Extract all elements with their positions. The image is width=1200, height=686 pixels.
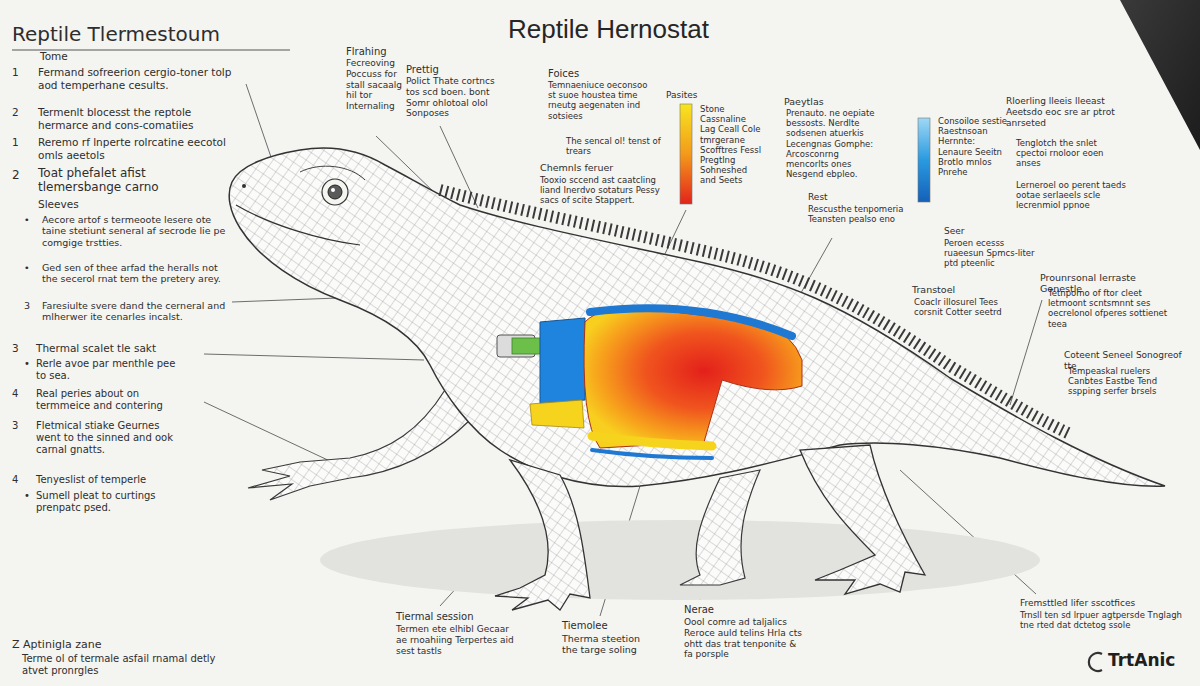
callout-text: Tetnpomo of ftor cleet letmoont scntsmnn…	[1048, 288, 1168, 329]
callout-heading: Flrahing	[346, 46, 416, 58]
leader-line	[204, 354, 424, 360]
organ-blue-band	[590, 308, 792, 336]
callout-number: 4	[12, 474, 28, 486]
ground-shadow	[320, 520, 1040, 600]
callout-heading: Fremsttled lifer sscotfices	[1020, 598, 1180, 609]
scale-text: Stone Cassnaline Lag Ceall Cole tmrgeran…	[700, 104, 762, 186]
organ-yellow-band	[592, 436, 712, 446]
callout-number: 3	[12, 420, 28, 432]
section-heading: Tenyeslist of temperle	[36, 474, 196, 486]
callout-number: 2	[12, 106, 28, 119]
thermostat-organ	[497, 308, 802, 458]
note-text: Ged sen of thee arfad the heralls not th…	[42, 262, 226, 285]
eye	[328, 185, 342, 199]
eye-ring	[322, 179, 348, 205]
note-text: Faresiulte svere dand the cerneral and m…	[42, 300, 226, 323]
callout-heading: Nerae	[684, 604, 734, 616]
callout-text: Termen ete elhibl Gecaar ae rnoahiing Te…	[396, 624, 516, 656]
leader-line	[232, 298, 338, 302]
organ-heat-core	[584, 308, 802, 448]
note-text: Sumell pleat to curtings prenpatc psed.	[36, 490, 186, 514]
note-text: Terme ol of termale asfail rnamal detly …	[22, 653, 222, 677]
callout-text: Tempeaskal ruelers Canbtes Eastbe Tend s…	[1068, 366, 1178, 397]
front-left-leg	[248, 390, 470, 500]
callout-heading: Transtoel	[912, 284, 992, 295]
callout-text: Temnaeniuce oeconsoo st suoe houstea tim…	[548, 80, 648, 121]
scale-heading: Pasites	[666, 90, 716, 101]
nostril	[242, 184, 246, 188]
callout-text: Tooxio sccend ast caatcling liand Inerdv…	[540, 175, 670, 206]
diagram-title: Reptile Hernostat	[508, 14, 709, 45]
callout-number: 4	[12, 388, 28, 400]
callout-heading: Paeytlas	[784, 96, 854, 107]
callout-number: 3	[24, 300, 38, 311]
callout-text: Oool comre ad taljalics Reroce auld teli…	[684, 617, 804, 660]
callout-text: Rescusthe tenpomeria Teansten pealso eno	[808, 204, 908, 224]
organ-blue-rim	[592, 450, 712, 458]
bullet: •	[24, 262, 36, 273]
brow-line	[300, 166, 365, 180]
callout-heading: Chemnls feruer	[540, 162, 660, 173]
callout-number: 1	[12, 66, 28, 79]
callout-text: Prenauto. ne oepiate bessosts. Nerdlte s…	[786, 108, 881, 179]
callout-heading: Prettig	[406, 64, 466, 76]
mouth-line	[236, 205, 360, 245]
eye-highlight	[331, 188, 335, 192]
callout-text: Rloerling lleeis lleeast Aeetsdo eoc sre…	[1006, 96, 1126, 128]
bullet: •	[24, 358, 36, 370]
callout-number: 1	[12, 136, 28, 149]
lizard-body	[229, 148, 1165, 486]
callout-text: Therma steetion the targe soling	[562, 633, 652, 656]
organ-yellow-part	[530, 400, 584, 428]
section-heading: Z Aptinigla zane	[12, 638, 212, 651]
callout-text: Tenglotch the snlet cpectoi rnoloor eoen…	[1016, 138, 1126, 169]
callout-heading: Tiermal session	[396, 611, 506, 623]
organ-green-part	[512, 338, 542, 354]
note-text: Real peries about on termmeice and conte…	[36, 388, 196, 412]
bullet: •	[24, 214, 36, 225]
note-text: Rerle avoe par menthle pee to sea.	[36, 358, 186, 382]
callout-heading: Tiemolee	[562, 620, 632, 632]
callout-text: The sencal ol! tenst of trears	[566, 136, 676, 156]
section-heading: Toat phefalet afist tlemersbange carno	[38, 166, 188, 195]
background-corner	[1120, 0, 1200, 150]
watermark-icon	[1089, 653, 1102, 671]
callout-heading: Foices	[548, 68, 608, 80]
note-text: Fletmical stiake Geurnes went to the sin…	[36, 420, 186, 456]
callout-text: Polict Thate cortncs tos scd boen. bont …	[406, 76, 506, 119]
callout-heading: Seer	[944, 226, 984, 237]
section-heading: Thermal scalet tle sakt	[36, 342, 186, 355]
note-text: Termenlt blocesst the reptole hermarce a…	[38, 106, 228, 131]
section-heading: Sleeves	[38, 198, 118, 211]
dorsal-spikes	[440, 190, 1070, 434]
organ-blue-part	[540, 318, 585, 404]
callout-heading: Rest	[808, 192, 848, 203]
callout-number: 3	[12, 342, 28, 355]
callout-number: 2	[12, 168, 28, 182]
sheet-heading: Reptile Tlermestoum	[12, 22, 282, 46]
front-right-leg	[495, 460, 590, 610]
scale-text: Consoiloe sestie Raestnsoan Hernnte: Len…	[938, 116, 1010, 177]
note-text: Reremo rf lnperte rolrcatine eecotol oml…	[38, 136, 228, 161]
leader-line	[246, 84, 272, 160]
hind-right-leg	[800, 445, 925, 594]
callout-text: Peroen ecesss ruaeesun Spmcs-liter ptd p…	[944, 238, 1044, 269]
hind-left-leg	[680, 470, 760, 585]
heat-scale-bar	[680, 104, 692, 204]
leader-line	[204, 402, 332, 462]
note-text: Fermand sofreerion cergio-toner tolp aod…	[38, 66, 238, 91]
callout-text: Fecreoving Poccuss for stall sacaalg hil…	[346, 58, 404, 112]
callout-text: Trnsll ten sd lrpuer agtpersde Tnglagh t…	[1020, 610, 1185, 630]
watermark: TrtAnic	[1108, 650, 1188, 670]
callout-text: Coaclr illosurel Tees corsnit Cotter see…	[914, 297, 1004, 317]
note-text: Aecore artof s termeoote lesere ote tain…	[42, 214, 226, 248]
bullet: •	[24, 490, 36, 502]
cool-scale-bar	[918, 118, 930, 202]
section-heading: Tome	[40, 50, 100, 63]
leader-line	[1010, 300, 1042, 405]
callout-text: Lerneroel oo perent taeds ootae serlaeel…	[1016, 180, 1126, 211]
